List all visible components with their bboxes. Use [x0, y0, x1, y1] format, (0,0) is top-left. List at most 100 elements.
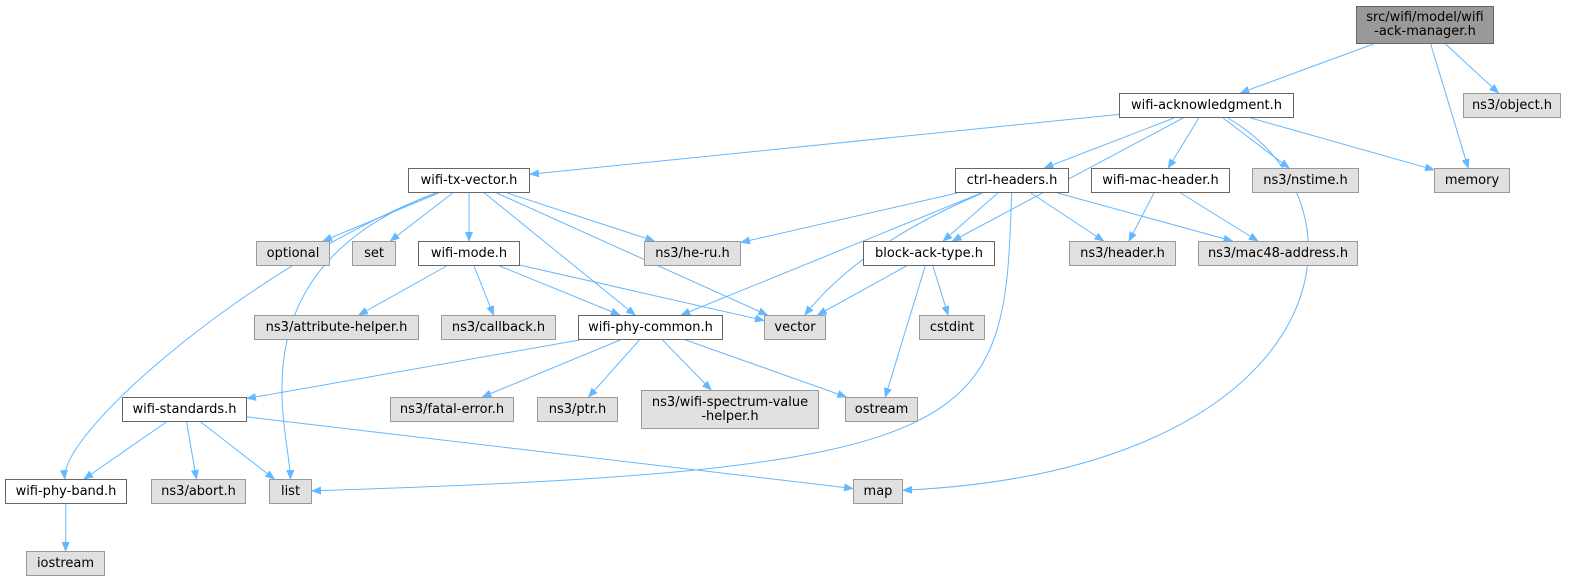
edge-root-to-memory: [1430, 43, 1470, 169]
edge-txvec-to-heru: [507, 192, 656, 243]
edge-ctrl-to-mac48: [1057, 192, 1234, 243]
node-wifi-phy-band-h[interactable]: wifi-phy-band.h: [5, 479, 127, 504]
node-label: iostream: [36, 555, 95, 571]
node-list: list: [269, 479, 312, 504]
node-cstdint: cstdint: [919, 315, 985, 340]
node-memory: memory: [1434, 168, 1510, 193]
node-optional: optional: [256, 241, 330, 266]
node-label: ns3/ptr.h: [548, 401, 607, 417]
node-label: wifi-mode.h: [430, 245, 508, 261]
node-iostream: iostream: [26, 551, 105, 576]
edge-wifi_ack-to-map: [902, 117, 1309, 494]
node-ctrl-headers-h[interactable]: ctrl-headers.h: [955, 168, 1069, 193]
node-label: ns3/callback.h: [451, 319, 546, 335]
edge-phycommon-to-spectrum: [662, 339, 712, 391]
edge-phycommon-to-ostream: [685, 339, 848, 398]
edge-ctrl-to-phycommon: [680, 192, 982, 316]
edge-ctrl-to-list: [311, 192, 1013, 495]
node-ns3-nstime-h: ns3/nstime.h: [1252, 168, 1359, 193]
node-label: ns3/fatal-error.h: [399, 401, 505, 417]
node-label: ctrl-headers.h: [966, 172, 1058, 188]
edge-mode-to-vector: [519, 264, 765, 323]
node-wifi-mac-header-h[interactable]: wifi-mac-header.h: [1091, 168, 1230, 193]
node-label: ns3/he-ru.h: [655, 245, 730, 261]
edge-root-to-object_h: [1445, 43, 1500, 94]
edge-root-to-wifi_ack: [1239, 43, 1374, 94]
edge-mode-to-attrhelper: [358, 265, 447, 316]
node-label-line-1: src/wifi/model/wifi: [1366, 10, 1484, 25]
node-label-line-1: ns3/wifi-spectrum-value: [651, 394, 809, 410]
node-label: optional: [266, 245, 320, 261]
node-vector: vector: [764, 315, 826, 340]
node-label: ostream: [854, 401, 909, 417]
node-wifi-standards-h[interactable]: wifi-standards.h: [122, 397, 247, 422]
edge-phycommon-to-standards: [246, 339, 580, 401]
edge-macheader-to-mac48: [1180, 192, 1259, 242]
node-map: map: [853, 479, 903, 504]
edge-ctrl-to-header_h: [1030, 192, 1105, 242]
node-wifi-tx-vector-h[interactable]: wifi-tx-vector.h: [408, 168, 530, 193]
node-label: wifi-phy-band.h: [15, 483, 117, 499]
node-label: wifi-standards.h: [132, 401, 237, 417]
edge-blockack-to-cstdint: [932, 265, 950, 316]
edge-wifi_ack-to-ctrl: [1043, 117, 1175, 169]
node-label: set: [364, 245, 384, 261]
edge-phycommon-to-ptr: [587, 339, 640, 398]
edge-wifi_ack-to-memory: [1250, 117, 1435, 172]
edge-phycommon-to-fatal: [481, 339, 621, 398]
node-label: wifi-mac-header.h: [1102, 172, 1219, 188]
node-ns3-object-h: ns3/object.h: [1463, 93, 1561, 118]
node-label: block-ack-type.h: [875, 245, 983, 261]
edge-wifi_ack-to-nstime: [1222, 117, 1290, 169]
edge-ctrl-to-blockack: [942, 192, 999, 242]
node-block-ack-type-h[interactable]: block-ack-type.h: [863, 241, 995, 266]
edge-standards-to-phyband: [83, 421, 167, 480]
edge-mode-to-callback: [473, 265, 494, 316]
node-label: cstdint: [929, 319, 975, 335]
edge-standards-to-list: [200, 421, 276, 480]
edge-blockack-to-vector: [816, 265, 907, 316]
node-label-line-2: -ack-manager.h: [1374, 24, 1476, 39]
node-wifi-acknowledgment-h[interactable]: wifi-acknowledgment.h: [1119, 93, 1294, 118]
node-ns3-mac48-address-h: ns3/mac48-address.h: [1198, 241, 1358, 266]
node-label: wifi-acknowledgment.h: [1130, 97, 1283, 113]
node-ns3-ptr-h: ns3/ptr.h: [537, 397, 618, 422]
node-label: wifi-tx-vector.h: [420, 172, 518, 188]
edge-wifi_ack-to-txvec: [529, 113, 1120, 178]
edge-txvec-to-vector: [496, 192, 769, 316]
node-label: map: [863, 483, 893, 499]
node-set: set: [352, 241, 396, 266]
node-label: ns3/object.h: [1471, 97, 1553, 113]
node-wifi-phy-common-h[interactable]: wifi-phy-common.h: [578, 315, 723, 340]
edge-wifi_ack-to-macheader: [1167, 117, 1200, 169]
node-label-line-2: -helper.h: [701, 408, 759, 424]
node-ns3-attribute-helper-h: ns3/attribute-helper.h: [254, 315, 419, 340]
node-ns3-wifi-spectrum-value-helper-h: ns3/wifi-spectrum-value-helper.h: [641, 390, 819, 429]
node-ns3-abort-h: ns3/abort.h: [151, 479, 246, 504]
node-label: ns3/header.h: [1080, 245, 1165, 261]
edge-ctrl-to-heru: [740, 192, 958, 245]
node-wifi-mode-h[interactable]: wifi-mode.h: [418, 241, 520, 266]
node-label: ns3/nstime.h: [1263, 172, 1348, 188]
edge-standards-to-abort: [186, 421, 199, 480]
edge-blockack-to-ostream: [884, 265, 926, 398]
node-wifi-ack-manager-h: src/wifi/model/wifi-ack-manager.h: [1356, 6, 1494, 44]
edge-txvec-to-set: [389, 192, 454, 242]
edge-txvec-to-phyband: [59, 192, 437, 480]
node-label: memory: [1444, 172, 1500, 188]
edge-mode-to-phycommon: [499, 265, 621, 316]
node-ns3-fatal-error-h: ns3/fatal-error.h: [390, 397, 514, 422]
node-label: ns3/abort.h: [161, 483, 236, 499]
node-label: list: [280, 483, 301, 499]
node-ostream: ostream: [845, 397, 918, 422]
edge-macheader-to-header_h: [1128, 192, 1155, 242]
node-ns3-header-h: ns3/header.h: [1069, 241, 1176, 266]
node-ns3-callback-h: ns3/callback.h: [441, 315, 556, 340]
edge-standards-to-map: [246, 416, 854, 492]
node-label: vector: [774, 319, 816, 335]
node-label: ns3/mac48-address.h: [1207, 245, 1349, 261]
edge-txvec-to-phycommon: [484, 192, 636, 316]
node-label: ns3/attribute-helper.h: [265, 319, 408, 335]
